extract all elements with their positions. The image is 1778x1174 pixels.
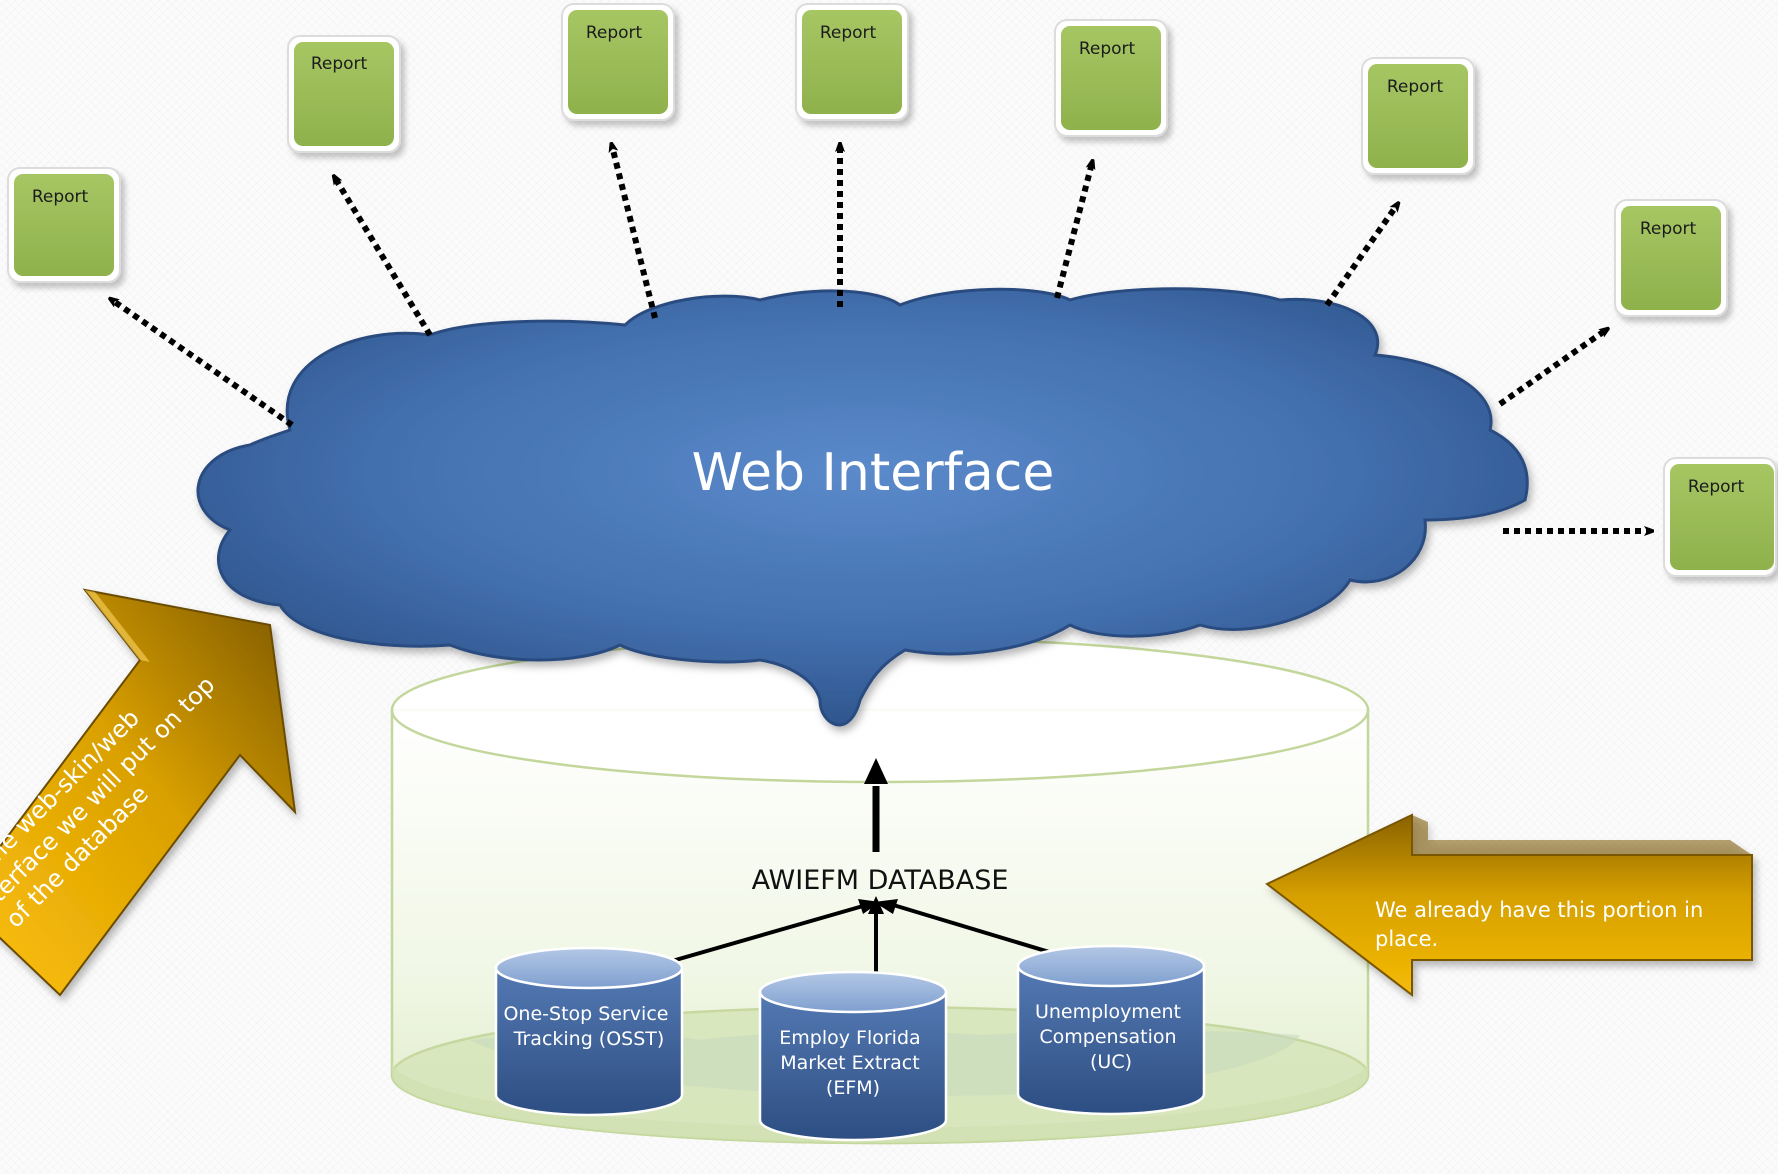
source-label-line: One-Stop Service: [503, 1003, 668, 1025]
report-box[interactable]: Report: [287, 35, 401, 153]
report-box[interactable]: Report: [7, 167, 121, 283]
report-label: Report: [311, 54, 368, 74]
report-label: Report: [1079, 39, 1136, 59]
report-label: Report: [1387, 77, 1444, 97]
report-label: Report: [1640, 219, 1697, 239]
source-label-line: Unemployment: [1035, 1001, 1181, 1023]
report-arrow-5: [1054, 163, 1092, 299]
svg-text:Employ Florida Market Ex: Employ Florida Market Extract (EFM): [779, 1027, 926, 1099]
database-to-cloud-arrow: [864, 758, 888, 852]
cloud-shape: [196, 287, 1529, 727]
report-arrows: [112, 146, 1650, 531]
database-label: AWIEFM DATABASE: [752, 865, 1009, 896]
report-box[interactable]: Report: [1663, 457, 1777, 577]
source-osst-cylinder: One-Stop Service Tracking (OSST): [494, 946, 684, 1117]
report-box[interactable]: Report: [1614, 199, 1728, 317]
source-label-line: Employ Florida: [779, 1027, 920, 1049]
source-label-line: (EFM): [826, 1077, 880, 1099]
source-label-line: Tracking (OSST): [513, 1028, 665, 1050]
report-arrow-7: [1498, 330, 1606, 407]
source-label-line: Compensation: [1039, 1026, 1176, 1048]
right-callout-line: place.: [1375, 927, 1438, 951]
svg-text:One-Stop Service Trackin: One-Stop Service Tracking (OSST): [503, 1003, 674, 1050]
report-label: Report: [1688, 477, 1745, 497]
report-arrow-6: [1324, 205, 1397, 307]
cloud-label: Web Interface: [692, 443, 1055, 503]
left-callout-arrow: [0, 588, 297, 997]
report-label: Report: [32, 187, 89, 207]
web-interface-cloud: [196, 287, 1529, 727]
svg-text:We already have this portion i: We already have this portion in place.: [1375, 898, 1710, 951]
report-arrow-3: [612, 146, 658, 319]
report-box[interactable]: Report: [1054, 19, 1168, 137]
svg-text:Unemployment Compensatio: Unemployment Compensation (UC): [1035, 1001, 1187, 1073]
report-box[interactable]: Report: [795, 3, 909, 121]
report-box[interactable]: Report: [561, 3, 675, 121]
report-label: Report: [586, 23, 643, 43]
source-label-line: Market Extract: [780, 1052, 919, 1074]
right-callout-arrow: [1265, 813, 1753, 998]
report-arrow-2: [335, 178, 433, 337]
source-label-line: (UC): [1090, 1051, 1132, 1073]
source-uc-cylinder: Unemployment Compensation (UC): [1016, 944, 1206, 1116]
report-label: Report: [820, 23, 877, 43]
source-efm-cylinder: Employ Florida Market Extract (EFM): [758, 970, 948, 1142]
report-box[interactable]: Report: [1361, 57, 1475, 175]
right-callout-line: We already have this portion in: [1375, 898, 1703, 922]
report-arrow-1: [112, 300, 294, 428]
